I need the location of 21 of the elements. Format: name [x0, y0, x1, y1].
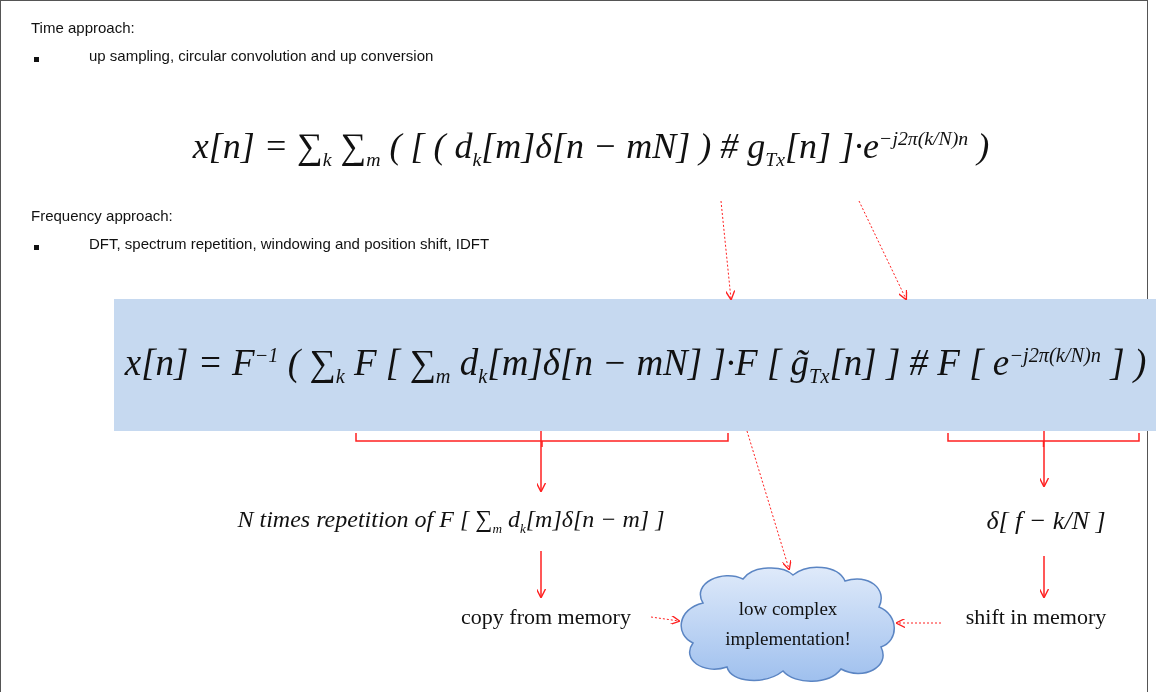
text-label: DFT, spectrum repetition, windowing and position shift, IDFT — [89, 235, 490, 252]
annotation-text: copy from memory — [461, 603, 631, 632]
cloud-text: low complex implementation! — [724, 596, 852, 651]
arrow — [535, 430, 547, 493]
text-label: Time approach: — [31, 19, 135, 36]
formula-text: x[n] = ∑$_{k}$ ∑$_{m}$ ( [ ( d$_{k}$[m]δ[n − mN] ) # g$_{Tx}$[n] ]·e$^{−j2π(k/N)n}$ ) — [192, 125, 990, 172]
arrow — [1038, 430, 1050, 488]
arrow — [535, 550, 547, 599]
arrow — [650, 614, 681, 625]
text-label: Frequency approach: — [31, 207, 173, 224]
arrow — [746, 430, 792, 571]
formula-text: δ[ f − k/N ] — [986, 506, 1106, 536]
arrow — [720, 200, 736, 301]
formula-text: x[n] = F$^{−1}$ ( ∑$_{k}$ F [ ∑$_{m}$ d$_{k}$[m]δ[n − mN] ]·F [ g̃$_{Tx}$[n] ] # F [ e$^{−j2π(k/N)n}$ ] ) — [124, 341, 1147, 389]
text-label: up sampling, circular convolution and up conversion — [89, 47, 434, 64]
formula-text: N times repetition of F [ ∑$_{m}$ d$_{k}$[m]δ[n − m] ] — [237, 505, 665, 537]
annotation-text: shift in memory — [965, 603, 1107, 632]
arrow — [895, 617, 942, 629]
arrow — [1038, 555, 1050, 599]
equation-band — [114, 299, 1156, 431]
arrow — [858, 200, 908, 301]
